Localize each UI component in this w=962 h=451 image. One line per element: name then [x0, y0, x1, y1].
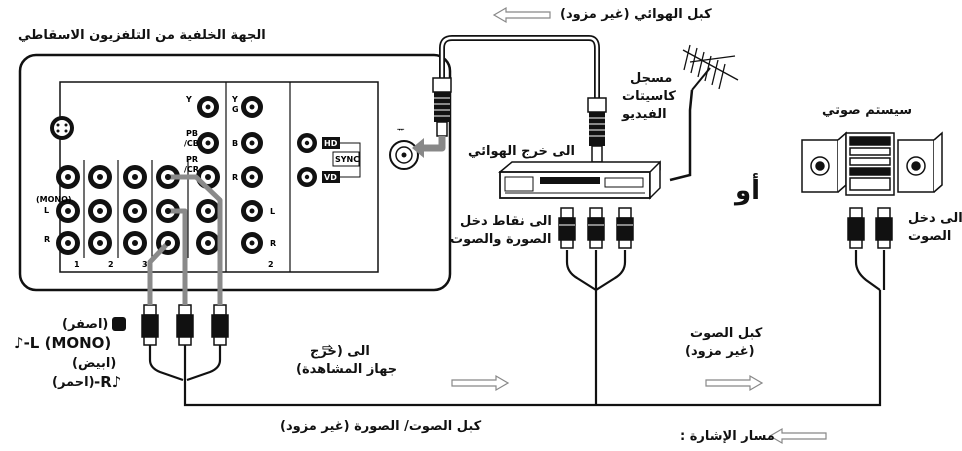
audio-in-label-2: الصوت	[908, 229, 952, 244]
tv-rear-title: الجهة الخلفية من التلفزيون الاسقاطي	[18, 28, 266, 43]
r-label: -R♪	[94, 373, 122, 391]
monitor-out-grey-cables	[147, 174, 223, 305]
panel-pr-label: PR	[186, 155, 198, 164]
panel-pb-label: PB	[186, 129, 198, 138]
panel-cr-label: /CR	[184, 165, 199, 174]
yellow-label: (اصفر)	[62, 317, 109, 332]
panel-hd-label: HD	[324, 139, 338, 148]
panel-r-label: R	[44, 235, 50, 244]
antenna-cable-label: كبل الهوائي (غير مزود)	[560, 7, 712, 22]
panel-b-label: B	[232, 139, 238, 148]
panel-sync-label: SYNC	[335, 155, 359, 164]
tv-output-rca-plugs	[141, 304, 229, 346]
vcr-label-2: كاسيتات	[622, 89, 676, 104]
audio-r-jacks-row	[56, 231, 220, 255]
or-label: أو	[735, 176, 761, 206]
audio-cable-label-1: كبل الصوت	[690, 326, 763, 341]
roof-antenna	[669, 44, 739, 182]
red-label: (احمر)	[52, 375, 95, 390]
video-jacks-row	[56, 165, 220, 189]
component2-jacks	[241, 96, 263, 254]
panel-in4-label: 2	[268, 260, 274, 269]
audio-system-label: سيستم صوتي	[822, 103, 913, 118]
antenna-arrow	[418, 136, 446, 152]
antenna-out-label: الى خرج الهوائي	[468, 144, 575, 159]
tv-rear-panel	[18, 53, 452, 292]
vcr-device	[498, 160, 661, 200]
av-cable-label: كبل الصوت/ الصورة (غير مزود)	[280, 419, 482, 434]
panel-l-label: L	[44, 206, 49, 215]
av-in-label-1: الى نقاط دخل	[460, 214, 552, 229]
sync-jacks	[297, 133, 361, 187]
panel-in2-label: 2	[108, 260, 114, 269]
antenna-coax-cable	[432, 35, 607, 163]
panel-in3-label: 3	[142, 260, 148, 269]
signal-path-label: مسار الإشارة :	[680, 429, 775, 444]
audio-system-device	[801, 131, 943, 196]
panel-in1-label: 1	[74, 260, 80, 269]
vcr-label-3: الفيديو	[622, 107, 667, 122]
audio-rca-plugs	[847, 207, 893, 249]
panel-r2-label: R	[270, 239, 276, 248]
note-icon: ♪	[14, 334, 24, 352]
panel-y2-label: Y	[231, 95, 238, 104]
vcr-rca-plugs	[558, 207, 634, 249]
panel-rr-label: R	[232, 173, 238, 182]
white-label: (ابيض)	[72, 356, 117, 371]
panel-y1-label: Y	[185, 95, 192, 104]
s-video-jack	[50, 116, 74, 140]
panel-ant-label: ᅲ	[397, 125, 405, 134]
audio-l-jacks-row	[56, 199, 220, 223]
av-in-label-2: الصورة والصوت	[450, 232, 552, 247]
monitor-out-label-1: الى (خرج	[310, 344, 370, 359]
av-cable-bundle	[148, 250, 886, 407]
panel-mono-label: (MONO)	[36, 195, 72, 204]
vcr-label-1: مسجل	[630, 71, 673, 86]
signal-arrows	[451, 6, 827, 445]
note-icon: ♪	[111, 373, 122, 391]
panel-cb-label: /CB	[184, 139, 199, 148]
antenna-input-jack	[389, 140, 419, 170]
panel-l2-label: L	[270, 207, 275, 216]
component1-jacks	[197, 96, 219, 154]
audio-cable-label-2: (غير مزود)	[685, 344, 755, 359]
panel-vd-label: VD	[324, 173, 337, 182]
yellow-video-icon	[112, 317, 126, 331]
panel-g-label: G	[232, 105, 239, 114]
l-mono-label: ♪-L (MONO)	[14, 334, 112, 352]
monitor-out-icon: ⇨	[322, 341, 333, 356]
audio-in-label-1: الى دخل	[908, 211, 962, 226]
monitor-out-label-2: جهاز المشاهدة)	[296, 362, 398, 377]
